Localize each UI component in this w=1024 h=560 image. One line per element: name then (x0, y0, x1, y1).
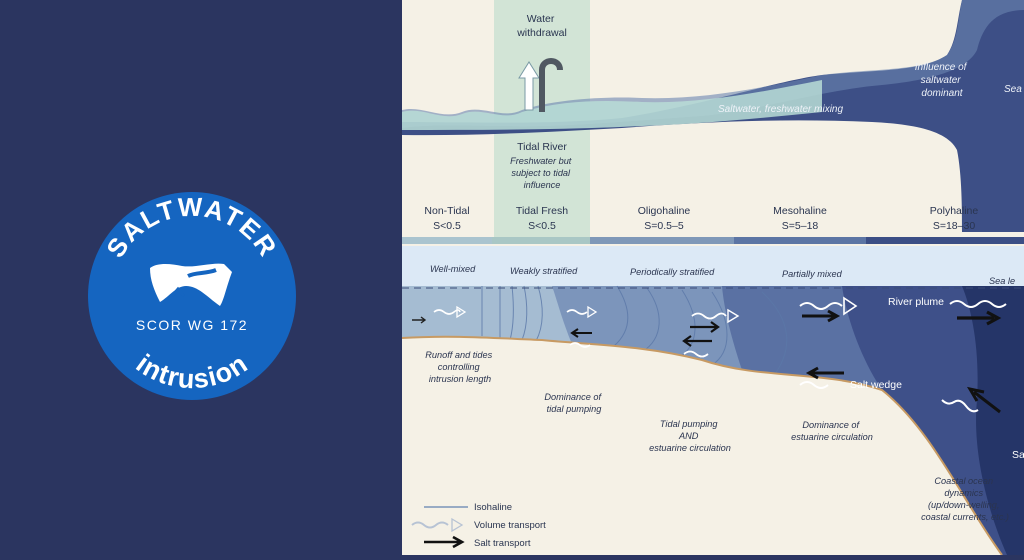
sa-partial-label: Sa (1012, 449, 1024, 461)
zone-name: Mesohaline (773, 205, 827, 217)
zone-name: Oligohaline (638, 205, 691, 217)
volume-transport-legend-swatch (411, 521, 449, 529)
logo-panel: SALTWATER intrusion SCOR WG 172 (0, 0, 402, 555)
sea-water (962, 286, 1024, 555)
bed-line (402, 335, 1003, 555)
saltwater-intrusion-logo: SALTWATER intrusion SCOR WG 172 (88, 192, 296, 400)
influence-label: Influence of saltwater dominant (915, 62, 970, 99)
water-withdrawal-icon (518, 58, 563, 112)
tidal-pumping-annotation: Dominance of tidal pumping (544, 392, 603, 414)
strat-label: Sea le (989, 276, 1015, 286)
coastal-annotation: Coastal ocean dynamics (up/down-welling,… (921, 476, 1009, 522)
river-plume-label: River plume (888, 296, 944, 308)
strat-label: Well-mixed (430, 264, 476, 274)
strat-label: Partially mixed (782, 269, 843, 279)
water-withdrawal-label: Water withdrawal (516, 13, 567, 39)
zone-salinity: S=0.5–5 (644, 220, 684, 232)
zone-name: Non-Tidal (424, 205, 469, 217)
tidal-estuarine-annotation: Tidal pumping AND estuarine circulation (649, 419, 731, 453)
estuary-diagram: Water withdrawal Saltwater, freshwater m… (402, 0, 1024, 555)
zone-name: Tidal Fresh (516, 205, 568, 217)
transport-arrows (412, 296, 1007, 414)
fresh-water-band (402, 80, 822, 130)
strat-label: Periodically stratified (630, 267, 715, 277)
zone-salinity: S<0.5 (433, 220, 461, 232)
volume-transport-legend-label: Volume transport (474, 520, 546, 531)
estuary-icon (150, 263, 232, 306)
zone-salinity: S=18–30 (933, 220, 975, 232)
logo-badge (88, 192, 296, 400)
estuarine-annotation: Dominance of estuarine circulation (791, 420, 873, 442)
sky-band (402, 246, 1024, 286)
tidal-river-title: Tidal River (517, 141, 567, 153)
salinity-bar (402, 237, 1024, 244)
sea-label-partial: Sea (1004, 84, 1022, 95)
tidal-river-description: Freshwater but subject to tidal influenc… (510, 156, 574, 190)
salt-wedge-label: Salt wedge (850, 379, 902, 391)
logo-middle-text: SCOR WG 172 (136, 317, 248, 333)
mixing-label: Saltwater, freshwater mixing (718, 104, 843, 115)
land-bed (402, 336, 1002, 555)
runoff-annotation: Runoff and tides controlling intrusion l… (425, 350, 494, 384)
zone-name: Polyhaline (930, 205, 979, 217)
isohaline-legend-label: Isohaline (474, 502, 512, 513)
salt-transport-legend-swatch (424, 535, 465, 549)
zone-salinity: S=5–18 (782, 220, 819, 232)
zone-salinity: S<0.5 (528, 220, 556, 232)
strat-label: Weakly stratified (510, 266, 578, 276)
legend: Isohaline Volume transport Salt transpor… (411, 502, 546, 549)
zone-labels: Non-Tidal S<0.5 Tidal Fresh S<0.5 Oligoh… (424, 205, 978, 232)
salt-transport-legend-label: Salt transport (474, 538, 531, 549)
